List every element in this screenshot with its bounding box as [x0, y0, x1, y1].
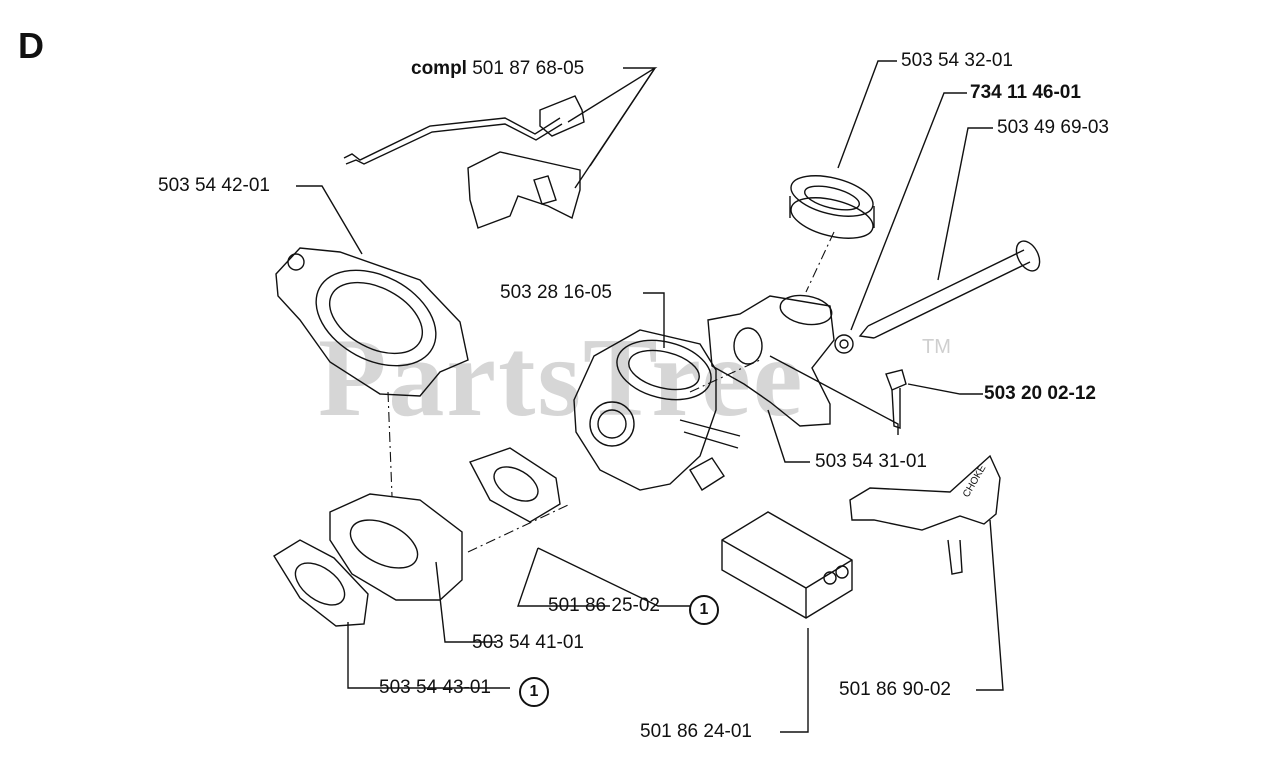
gasket-small	[469, 447, 561, 523]
choke-lever	[849, 454, 1001, 575]
label-503-54-42-01: 503 54 42-01	[158, 175, 270, 196]
spacer	[329, 493, 463, 601]
section-letter: D	[18, 25, 44, 66]
leader-lines	[296, 60, 1004, 733]
label-compl-prefix: compl	[411, 58, 467, 79]
label-compl-assembly: compl 501 87 68-05	[411, 58, 584, 80]
choke-rod	[343, 95, 585, 229]
watermark-trademark: TM	[922, 336, 951, 358]
gasket-large	[273, 539, 369, 627]
air-filter	[721, 511, 853, 619]
label-501-86-25-02: 501 86 25-02	[548, 595, 660, 616]
label-501-86-90-02: 501 86 90-02	[839, 679, 951, 700]
label-503-54-32-01: 503 54 32-01	[901, 50, 1013, 71]
label-503-49-69-03: 503 49 69-03	[997, 117, 1109, 138]
assembly-axes	[387, 231, 835, 553]
screw	[885, 369, 907, 429]
label-734-11-46-01: 734 11 46-01	[970, 82, 1081, 103]
long-bolt	[834, 240, 1041, 354]
intake-plate	[275, 247, 469, 397]
label-503-20-02-12: 503 20 02-12	[984, 383, 1096, 404]
filter-ring	[789, 175, 875, 239]
choke-marking: CHOKE	[961, 463, 988, 500]
label-503-28-16-05: 503 28 16-05	[500, 282, 612, 303]
carburetor	[573, 329, 741, 491]
carb-adapter	[707, 294, 835, 427]
label-503-54-31-01: 503 54 31-01	[815, 451, 927, 472]
label-503-54-41-01: 503 54 41-01	[472, 632, 584, 653]
footnote-badge-503-54-43-01: 1	[519, 677, 549, 707]
label-compl-part: 501 87 68-05	[472, 58, 585, 79]
footnote-badge-501-86-25-02: 1	[689, 595, 719, 625]
label-501-86-24-01: 501 86 24-01	[640, 721, 752, 742]
label-503-54-43-01: 503 54 43-01	[379, 677, 491, 698]
